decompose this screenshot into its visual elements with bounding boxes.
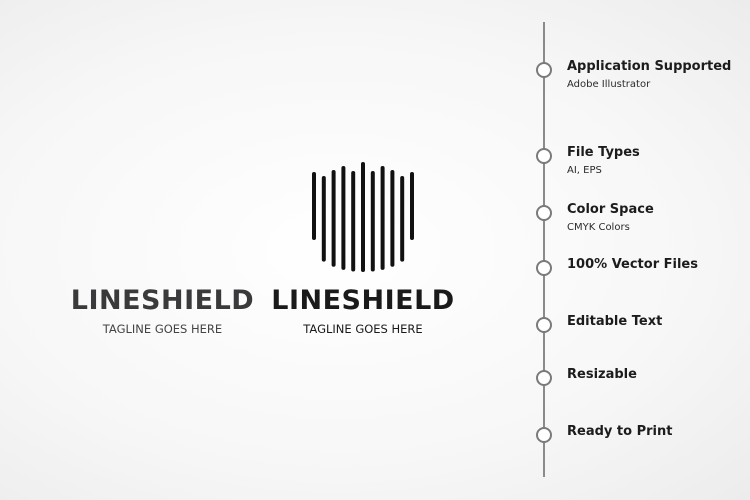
feature-title: Application Supported	[567, 59, 732, 74]
feature-subtitle: Adobe Illustrator	[567, 79, 651, 90]
logo-color-variant: LINESHIELD TAGLINE GOES HERE	[70, 160, 255, 337]
tagline: TAGLINE GOES HERE	[303, 322, 423, 336]
feature-title: File Types	[567, 145, 640, 160]
logo-monochrome-variant: LINESHIELD TAGLINE GOES HERE	[268, 160, 458, 337]
brand-name: LINESHIELD	[70, 285, 255, 316]
timeline-dot-icon	[536, 62, 552, 78]
feature-title: 100% Vector Files	[567, 257, 698, 272]
tagline: TAGLINE GOES HERE	[102, 322, 223, 336]
timeline-dot-icon	[536, 370, 552, 386]
feature-title: Editable Text	[567, 314, 663, 329]
shield-lines-icon-black	[312, 162, 414, 272]
timeline-dot-icon	[536, 260, 552, 276]
timeline-dot-icon	[536, 427, 552, 443]
timeline-dot-icon	[536, 205, 552, 221]
feature-title: Resizable	[567, 367, 637, 382]
timeline-dot-icon	[536, 317, 552, 333]
timeline-line	[543, 22, 545, 477]
brand-name: LINESHIELD	[271, 285, 455, 316]
feature-title: Color Space	[567, 202, 654, 217]
timeline-dot-icon	[536, 148, 552, 164]
feature-subtitle: AI, EPS	[567, 165, 602, 176]
feature-subtitle: CMYK Colors	[567, 222, 630, 233]
feature-title: Ready to Print	[567, 424, 673, 439]
shield-lines-icon-gradient	[111, 162, 214, 272]
